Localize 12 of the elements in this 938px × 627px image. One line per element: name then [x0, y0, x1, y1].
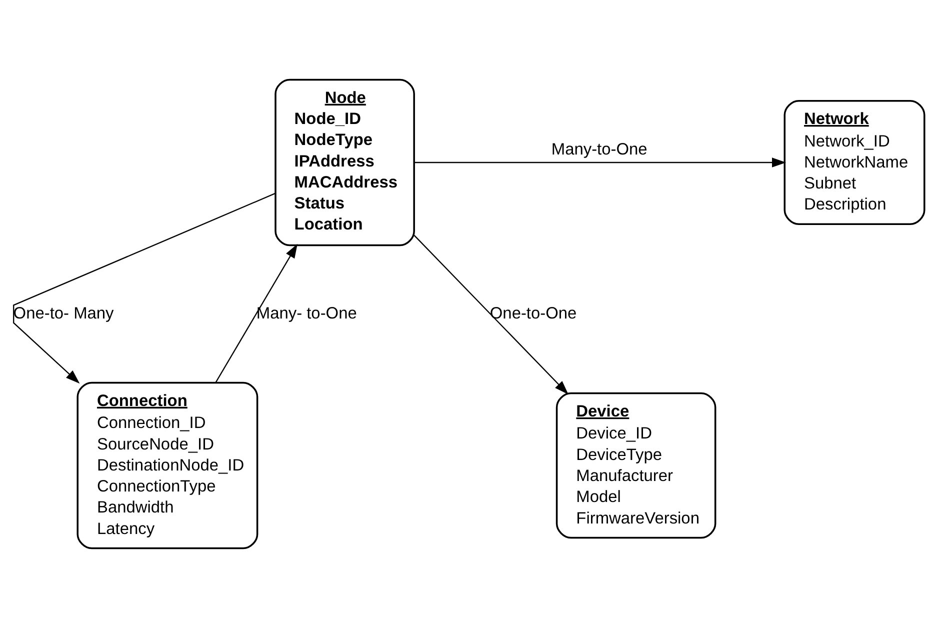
node-box: Node Node_ID NodeType IPAddress MACAddress Status Location	[274, 78, 415, 246]
edge-label: Many-to-One	[551, 140, 648, 158]
arrow	[414, 234, 568, 394]
node-box: Network Network_ID NetworkName Subnet Description	[784, 99, 926, 225]
edge-label: One-to- Many	[13, 304, 114, 322]
edge-label: Many- to-One	[256, 304, 357, 322]
edge-label: One-to-One	[490, 304, 577, 322]
arrow	[13, 192, 276, 384]
node-box: Device Device_ID DeviceType Manufacturer Model FirmwareVersion	[556, 392, 716, 538]
arrow	[414, 157, 786, 167]
arrow	[215, 243, 298, 382]
node-box: Connection Connection_ID SourceNode_ID DestinationNode_ID ConnectionType Bandwidth Latency	[76, 381, 258, 549]
